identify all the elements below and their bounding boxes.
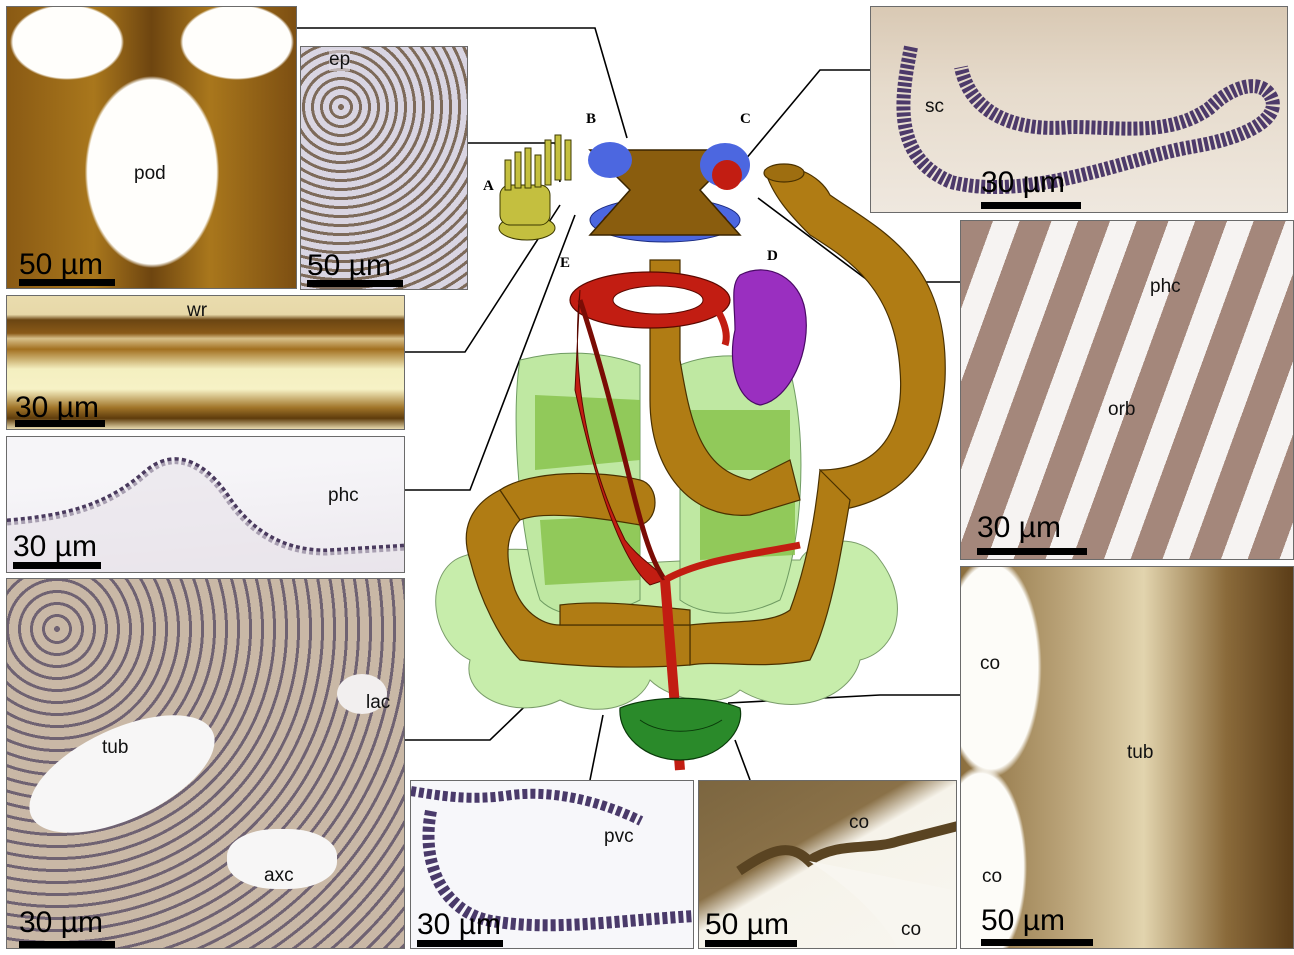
label-co-bottom: co (901, 919, 921, 941)
label-lac: lac (366, 692, 390, 714)
label-sc: sc (925, 96, 944, 118)
letter-c: C (740, 111, 751, 127)
panel-ep: ep 50 µm (300, 46, 468, 290)
panel-co-right: co tub co 50 µm (960, 566, 1294, 949)
label-axc: axc (264, 865, 294, 887)
panel-pvc: pvc 30 µm (410, 780, 694, 949)
panel-co-bottom: co co 50 µm (698, 780, 957, 949)
panel-sc: sc 30 µm (870, 6, 1288, 213)
cloaca (620, 698, 741, 760)
label-co-top: co (849, 812, 869, 834)
ring-canal (588, 142, 750, 242)
label-wr: wr (187, 300, 207, 322)
label-co-1: co (980, 653, 1000, 675)
letter-a: A (483, 178, 494, 194)
label-phc: phc (1150, 276, 1181, 298)
letter-e: E (560, 255, 570, 271)
label-co-2: co (982, 866, 1002, 888)
gonad (732, 270, 806, 405)
tentacle-crown (499, 135, 571, 240)
panel-wr: wr 30 µm (6, 295, 405, 430)
label-pod: pod (134, 163, 166, 185)
label-ep: ep (329, 49, 350, 71)
letter-d: D (767, 248, 778, 264)
label-tub: tub (1127, 742, 1153, 764)
letter-b: B (586, 111, 596, 127)
label-pvc: pvc (604, 826, 634, 848)
label-phc: phc (328, 485, 359, 507)
panel-phc-left: phc 30 µm (6, 436, 405, 573)
panel-pod: pod 50 µm (6, 6, 297, 289)
panel-axial: lac tub axc 30 µm (6, 578, 405, 949)
label-orb: orb (1108, 399, 1135, 421)
label-tub: tub (102, 737, 128, 759)
panel-phc-orb: phc orb 30 µm (960, 220, 1294, 560)
